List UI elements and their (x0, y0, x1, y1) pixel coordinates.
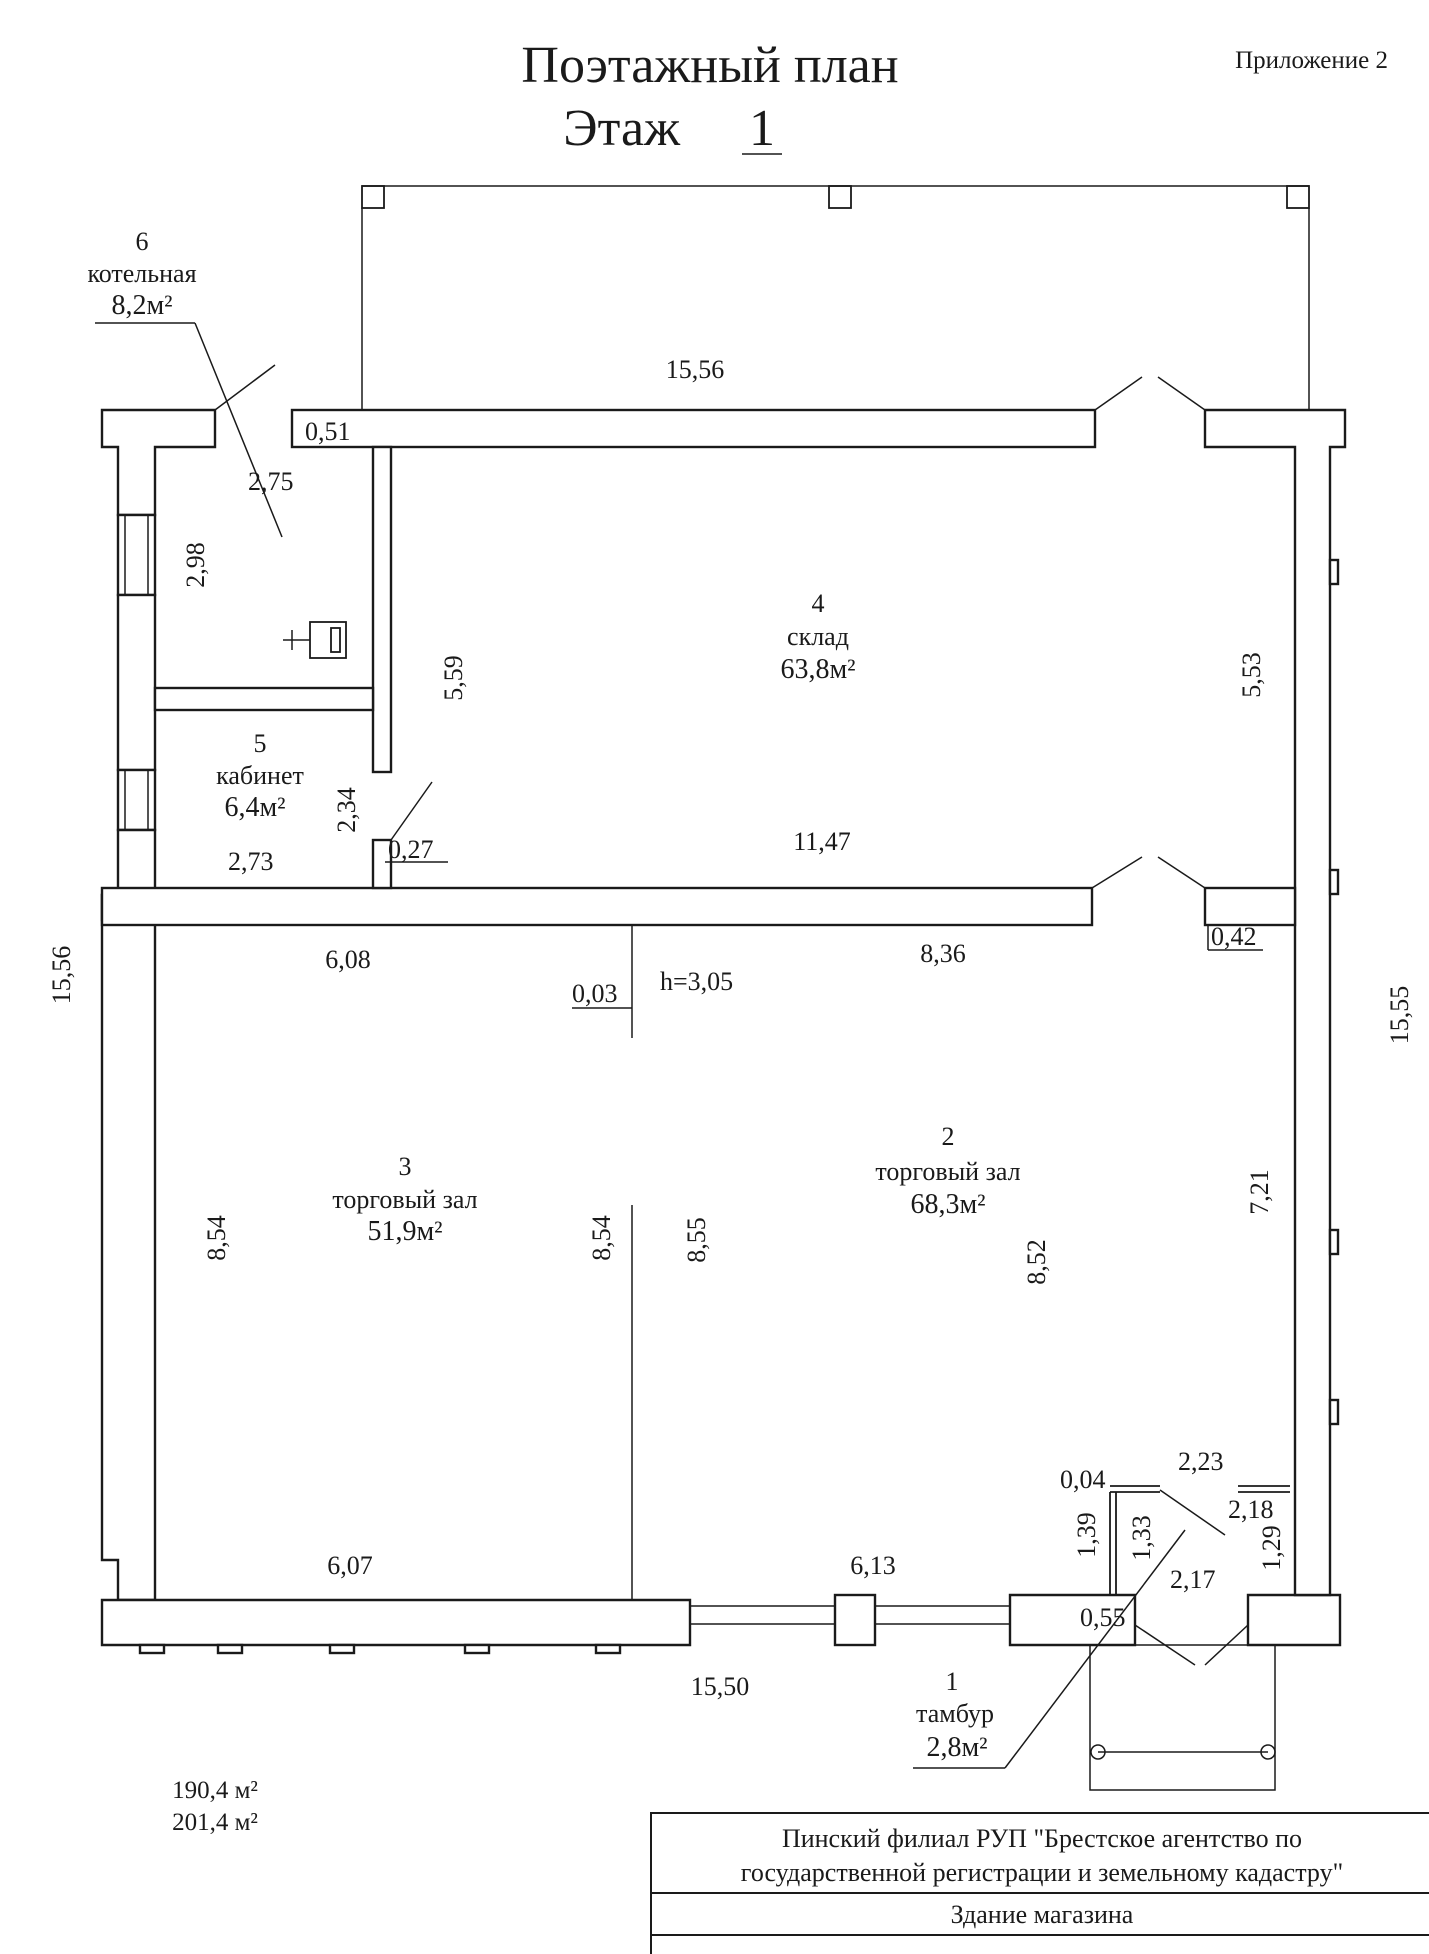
vestibule-leader-diag (1004, 1529, 1186, 1769)
dim-217: 2,17 (1170, 1565, 1216, 1594)
room-4-name: склад (787, 622, 849, 651)
dim-139: 1,39 (1072, 1512, 1101, 1558)
dim-042: 0,42 (1211, 922, 1257, 951)
dim-854-left: 8,54 (202, 1215, 231, 1261)
room-1-name: тамбур (916, 1699, 994, 1728)
title-block-organization: Пинский филиал РУП "Брестское агентство … (652, 1814, 1429, 1894)
dim-223: 2,23 (1178, 1447, 1224, 1476)
room-6-name: котельная (87, 259, 196, 288)
org-line-1: Пинский филиал РУП "Брестское агентство … (781, 1824, 1303, 1853)
room-3-area: 51,9м² (367, 1216, 442, 1247)
floor-number: 1 (749, 100, 775, 157)
dim-218: 2,18 (1228, 1495, 1274, 1524)
dim-1147: 11,47 (793, 827, 851, 856)
room-2-number: 2 (942, 1122, 955, 1151)
interior-walls (100, 445, 1297, 1600)
room-3-number: 3 (399, 1152, 412, 1181)
dim-836: 8,36 (920, 939, 966, 968)
room-6-area: 8,2м² (111, 290, 172, 321)
dim-right-outer: 15,55 (1385, 986, 1414, 1045)
room-1-area: 2,8м² (926, 1732, 987, 1763)
room-2-area: 68,3м² (910, 1189, 985, 1220)
dim-553: 5,53 (1237, 652, 1266, 698)
boiler-icon (283, 621, 347, 659)
room-6-number: 6 (136, 227, 149, 256)
dim-left-outer: 15,56 (47, 946, 76, 1005)
room-1-number: 1 (946, 1667, 959, 1696)
dim-004: 0,04 (1060, 1465, 1106, 1494)
room-2-name: торговый зал (875, 1157, 1020, 1186)
room-3-name: торговый зал (332, 1185, 477, 1214)
dim-055: 0,55 (1080, 1603, 1126, 1632)
dim-bottom-outer: 15,50 (691, 1672, 750, 1701)
doors (214, 364, 1290, 1791)
title-block-object: Здание магазина (652, 1894, 1429, 1936)
title-block: Пинский филиал РУП "Брестское агентство … (650, 1812, 1429, 1954)
dim-273: 2,73 (228, 847, 274, 876)
org-line-2: государственной регистрации и земельному… (740, 1858, 1344, 1887)
dim-852: 8,52 (1022, 1239, 1051, 1285)
total-area-2: 201,4 м² (172, 1809, 258, 1836)
dim-559: 5,59 (439, 655, 468, 701)
dim-051: 0,51 (305, 417, 351, 446)
dim-133: 1,33 (1127, 1515, 1156, 1561)
dim-613: 6,13 (850, 1551, 896, 1580)
dim-234: 2,34 (332, 787, 361, 833)
floor-label: Этаж (563, 100, 681, 157)
dim-027: 0,27 (388, 835, 434, 864)
canopy-structure (361, 185, 1310, 410)
plan-title: Поэтажный план (521, 37, 898, 94)
room-5-name: кабинет (216, 761, 304, 790)
exterior-walls (100, 408, 1347, 1655)
dim-129: 1,29 (1257, 1525, 1286, 1571)
dim-608: 6,08 (325, 945, 371, 974)
total-area-1: 190,4 м² (172, 1777, 258, 1804)
room-4-area: 63,8м² (780, 654, 855, 685)
dim-top-outer: 15,56 (666, 355, 725, 384)
room-4-number: 4 (812, 589, 825, 618)
room-height: h=3,05 (660, 967, 733, 996)
room-5-area: 6,4м² (224, 792, 285, 823)
room-5-number: 5 (254, 729, 267, 758)
dim-855: 8,55 (682, 1217, 711, 1263)
dim-721: 7,21 (1245, 1169, 1274, 1215)
dim-298: 2,98 (181, 542, 210, 588)
dim-854-mid: 8,54 (587, 1215, 616, 1261)
dim-607: 6,07 (327, 1551, 373, 1580)
dim-003: 0,03 (572, 979, 618, 1008)
appendix-label: Приложение 2 (1235, 47, 1388, 74)
dim-275: 2,75 (248, 467, 294, 496)
boiler-room-leader-diag (194, 322, 283, 538)
